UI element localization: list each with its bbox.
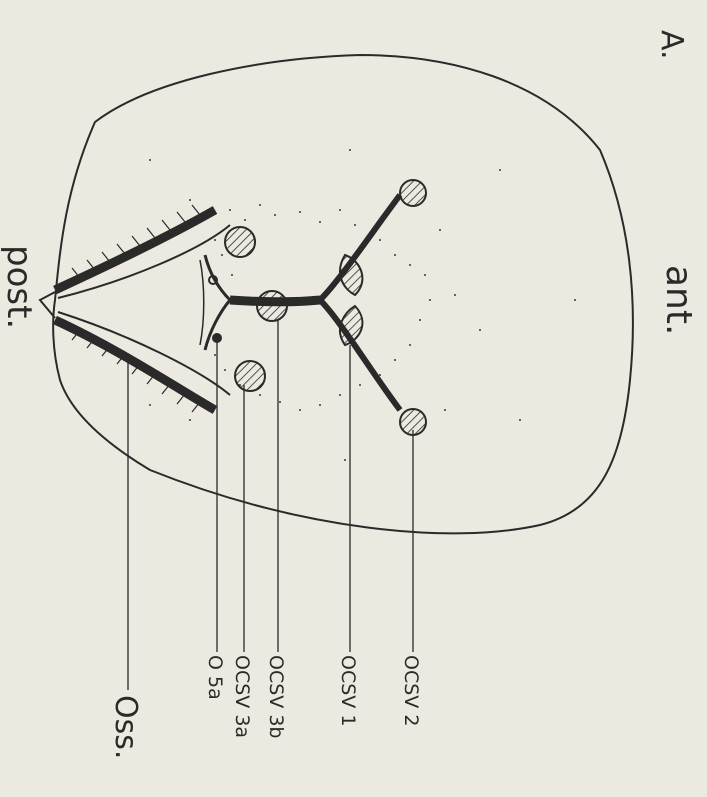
label-ocsv2: OCSV 2 [400,655,422,726]
label-ocsv3b: OCSV 3b [265,655,287,738]
stipple-texture [149,149,576,461]
label-ocsv3a: OCSV 3a [231,655,253,738]
posterior-bundle [40,205,230,412]
specimen-outline [53,55,633,533]
organ-ocsv1 [340,306,362,345]
organ-o5a [213,334,221,342]
organ-ocsv2-anterior [400,180,426,206]
label-o5a: O 5a [204,655,226,700]
panel-letter: A. [654,30,689,60]
leader-lines [128,320,413,690]
organ-ocsv3a-upper [225,227,255,257]
anterior-label: ant. [658,265,699,335]
organ-ocsv3a [235,361,265,391]
label-ocsv1: OCSV 1 [337,655,359,726]
organ-ocsv1-upper [340,255,362,295]
organ-ocsv3b [257,291,287,321]
posterior-label: post. [0,245,39,329]
label-oss: Oss. [108,695,143,759]
central-stem [200,195,400,410]
